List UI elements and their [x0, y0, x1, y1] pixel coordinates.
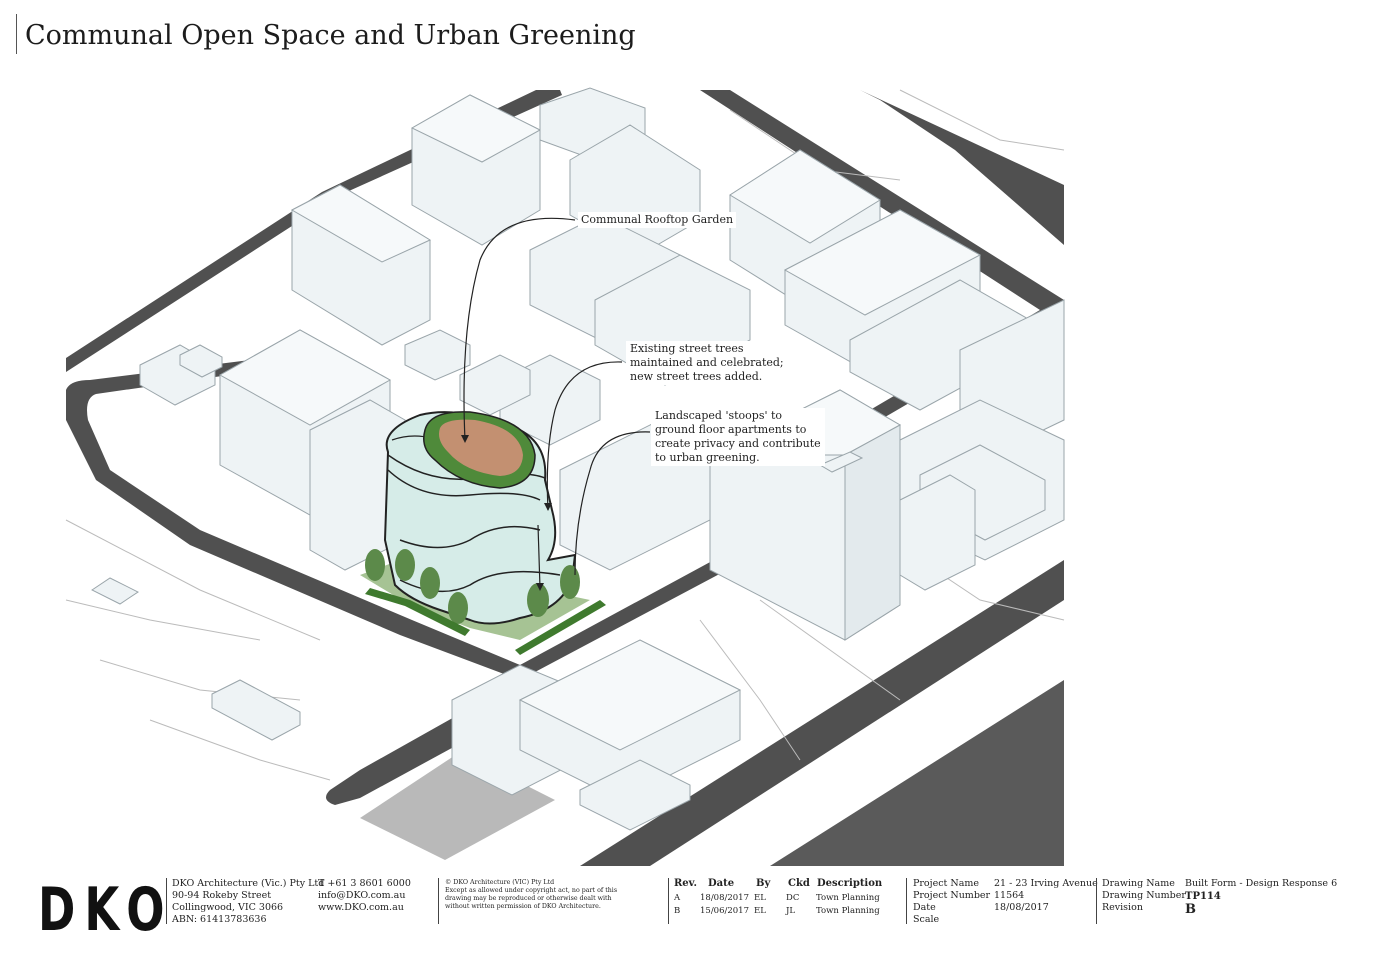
rev-a-rev: A [674, 893, 681, 903]
copyright-line-3: drawing may be reproduced or otherwise d… [445, 895, 612, 902]
rev-b-date: 15/06/2017 [700, 906, 749, 916]
rev-a-by: EL [754, 893, 766, 903]
callout-street-trees-line-3: new street trees added. [630, 370, 763, 383]
divider-4 [906, 878, 907, 924]
divider-3 [668, 878, 669, 924]
company-line-3: Collingwood, VIC 3066 [172, 902, 284, 913]
project-scale-label: Scale [913, 914, 940, 925]
callout-stoops: Landscaped 'stoops' to ground floor apar… [651, 408, 825, 466]
company-address: DKO Architecture (Vic.) Pty Ltd 90-94 Ro… [172, 878, 324, 926]
company-line-4: ABN: 61413783636 [172, 914, 267, 925]
project-date-value: 18/08/2017 [994, 902, 1049, 913]
rev-b-description: Town Planning [816, 906, 880, 916]
rev-a-description: Town Planning [816, 893, 880, 903]
copyright-line-2: Except as allowed under copyright act, n… [445, 887, 618, 894]
company-line-1: DKO Architecture (Vic.) Pty Ltd [172, 878, 325, 889]
subject-building [360, 411, 606, 655]
callout-rooftop-garden: Communal Rooftop Garden [578, 212, 737, 228]
page-title: Communal Open Space and Urban Greening [16, 14, 636, 54]
project-number-label: Project Number [913, 890, 991, 901]
callout-stoops-line-1: Landscaped 'stoops' to [655, 409, 783, 422]
leader-lines [463, 217, 651, 589]
callout-street-trees: Existing street trees maintained and cel… [626, 341, 788, 385]
drawing-values: Built Form - Design Response 6 TP114 B [1185, 878, 1337, 917]
divider-5 [1096, 878, 1097, 924]
contact-website[interactable]: www.DKO.com.au [318, 902, 404, 913]
project-number-value: 11564 [994, 890, 1025, 901]
rev-header-description: Description [817, 878, 883, 889]
callout-stoops-line-2: ground floor apartments to [655, 423, 807, 436]
project-date-label: Date [913, 902, 936, 913]
dko-logo: DKO [38, 875, 174, 945]
rev-a-ckd: DC [786, 893, 800, 903]
revision-label: Revision [1102, 902, 1143, 913]
rev-header-ckd: Ckd [788, 878, 810, 889]
axonometric-drawing [65, 87, 1065, 866]
rev-b-by: EL [754, 906, 766, 916]
drawing-number-value: TP114 [1185, 891, 1221, 902]
drawing-number-label: Drawing Number [1102, 890, 1186, 901]
rev-header-rev: Rev. [674, 878, 697, 889]
rev-header-by: By [756, 878, 771, 889]
copyright-notice: © DKO Architecture (VIC) Pty Ltd Except … [445, 879, 617, 911]
leader-arrowheads [461, 435, 552, 591]
rev-b-rev: B [674, 906, 681, 916]
callout-rooftop-text: Communal Rooftop Garden [581, 213, 734, 226]
copyright-line-1: © DKO Architecture (VIC) Pty Ltd [445, 879, 555, 886]
company-line-2: 90-94 Rokeby Street [172, 890, 272, 901]
project-values: 21 - 23 Irving Avenue 11564 18/08/2017 [994, 878, 1098, 914]
callout-stoops-line-4: to urban greening. [655, 451, 760, 464]
contact-phone: T +61 3 8601 6000 [318, 878, 411, 889]
drawing-name-label: Drawing Name [1102, 878, 1175, 889]
rev-b-ckd: JL [786, 906, 796, 916]
rev-header-date: Date [708, 878, 735, 889]
project-name-value: 21 - 23 Irving Avenue [994, 878, 1098, 889]
callout-street-trees-line-2: maintained and celebrated; [630, 356, 784, 369]
divider-2 [438, 878, 439, 924]
callout-stoops-line-3: create privacy and contribute [655, 437, 821, 450]
drawing-name-value: Built Form - Design Response 6 [1185, 878, 1338, 889]
rev-a-date: 18/08/2017 [700, 893, 749, 903]
company-contact: T +61 3 8601 6000 info@DKO.com.au www.DK… [318, 878, 411, 914]
contact-email[interactable]: info@DKO.com.au [318, 890, 406, 901]
project-name-label: Project Name [913, 878, 979, 889]
callout-street-trees-line-1: Existing street trees [630, 342, 744, 355]
copyright-line-4: without written permission of DKO Archit… [445, 903, 601, 910]
revision-value: B [1185, 902, 1196, 917]
drawing-labels: Drawing Name Drawing Number Revision [1102, 878, 1186, 914]
divider-1 [166, 878, 167, 924]
project-labels: Project Name Project Number Date Scale [913, 878, 990, 926]
